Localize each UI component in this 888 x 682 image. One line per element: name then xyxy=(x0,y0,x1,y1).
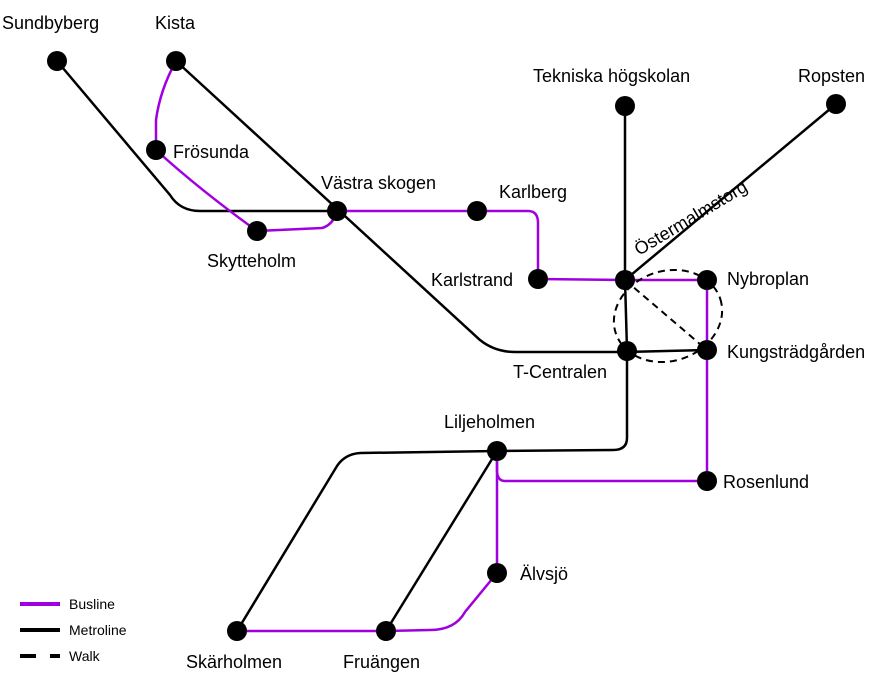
metro-liljeholmen-skarholmen xyxy=(235,449,498,632)
legend-metroline-label: Metroline xyxy=(69,622,127,638)
station-kista[interactable] xyxy=(166,51,186,71)
bus-alvsjo-fruangen xyxy=(385,572,498,633)
station-alvsjo[interactable] xyxy=(487,563,507,583)
label-alvsjo: Älvsjö xyxy=(520,564,568,584)
station-karlstrand[interactable] xyxy=(528,269,548,289)
metro-lines xyxy=(56,60,837,632)
label-liljeholmen: Liljeholmen xyxy=(444,412,535,432)
station-skytteholm[interactable] xyxy=(247,221,267,241)
station-liljeholmen[interactable] xyxy=(487,441,507,461)
label-nybroplan: Nybroplan xyxy=(727,269,809,289)
station-karlberg[interactable] xyxy=(467,201,487,221)
legend-busline-label: Busline xyxy=(69,596,115,612)
station-ropsten[interactable] xyxy=(826,94,846,114)
bus-rosenlund-liljeholmen xyxy=(495,451,707,483)
label-rosenlund: Rosenlund xyxy=(723,472,809,492)
station-ostermalmstorg[interactable] xyxy=(615,270,635,290)
metro-tcentralen-liljeholmen xyxy=(496,352,629,453)
label-tekniska: Tekniska högskolan xyxy=(533,66,690,86)
metro-kista-tcentralen xyxy=(175,60,627,354)
metro-ropsten-ostermalmstorg xyxy=(624,103,837,281)
metro-ostermalmstorg-tcentralen xyxy=(623,279,629,351)
label-skarholmen: Skärholmen xyxy=(186,652,282,672)
label-tcentralen: T-Centralen xyxy=(513,362,607,382)
station-kungstradgarden[interactable] xyxy=(697,340,717,360)
metro-tcentralen-kungstradgarden xyxy=(626,348,708,354)
label-frosunda: Frösunda xyxy=(173,142,250,162)
bus-kista-frosunda xyxy=(154,60,178,150)
legend: Busline Metroline Walk xyxy=(20,596,127,664)
stations xyxy=(47,51,846,641)
label-kista: Kista xyxy=(155,13,196,33)
station-vastra-skogen[interactable] xyxy=(327,201,347,221)
station-tcentralen[interactable] xyxy=(617,341,637,361)
bus-karlberg-karlstrand xyxy=(477,209,540,279)
label-ostermalmstorg: Östermalmstorg xyxy=(631,176,751,259)
legend-walk-label: Walk xyxy=(69,648,101,664)
metro-liljeholmen-fruangen xyxy=(384,450,499,632)
label-karlstrand: Karlstrand xyxy=(431,270,513,290)
walk-lines xyxy=(612,268,724,364)
walk-loop xyxy=(612,268,724,364)
label-skytteholm: Skytteholm xyxy=(207,251,296,271)
station-rosenlund[interactable] xyxy=(697,471,717,491)
label-sundbyberg: Sundbyberg xyxy=(2,13,99,33)
label-ropsten: Ropsten xyxy=(798,66,865,86)
station-tekniska[interactable] xyxy=(615,96,635,116)
walk-ostermalmstorg-kungstradgarden xyxy=(624,279,708,351)
station-nybroplan[interactable] xyxy=(697,270,717,290)
station-labels: Sundbyberg Kista Frösunda Västra skogen … xyxy=(2,13,865,672)
station-sundbyberg[interactable] xyxy=(47,51,67,71)
station-fruangen[interactable] xyxy=(376,621,396,641)
bus-frosunda-skytteholm xyxy=(155,149,258,233)
bus-karlstrand-ostermalmstorg xyxy=(537,277,626,282)
station-frosunda[interactable] xyxy=(146,140,166,160)
label-vastra-skogen: Västra skogen xyxy=(321,173,436,193)
metro-sundbyberg-vastra-skogen xyxy=(56,60,337,213)
bus-lines xyxy=(154,60,709,633)
label-karlberg: Karlberg xyxy=(499,182,567,202)
label-kungstradgarden: Kungsträdgården xyxy=(727,342,865,362)
station-skarholmen[interactable] xyxy=(227,621,247,641)
bus-skytteholm-vastra-skogen xyxy=(256,210,339,233)
label-fruangen: Fruängen xyxy=(343,652,420,672)
